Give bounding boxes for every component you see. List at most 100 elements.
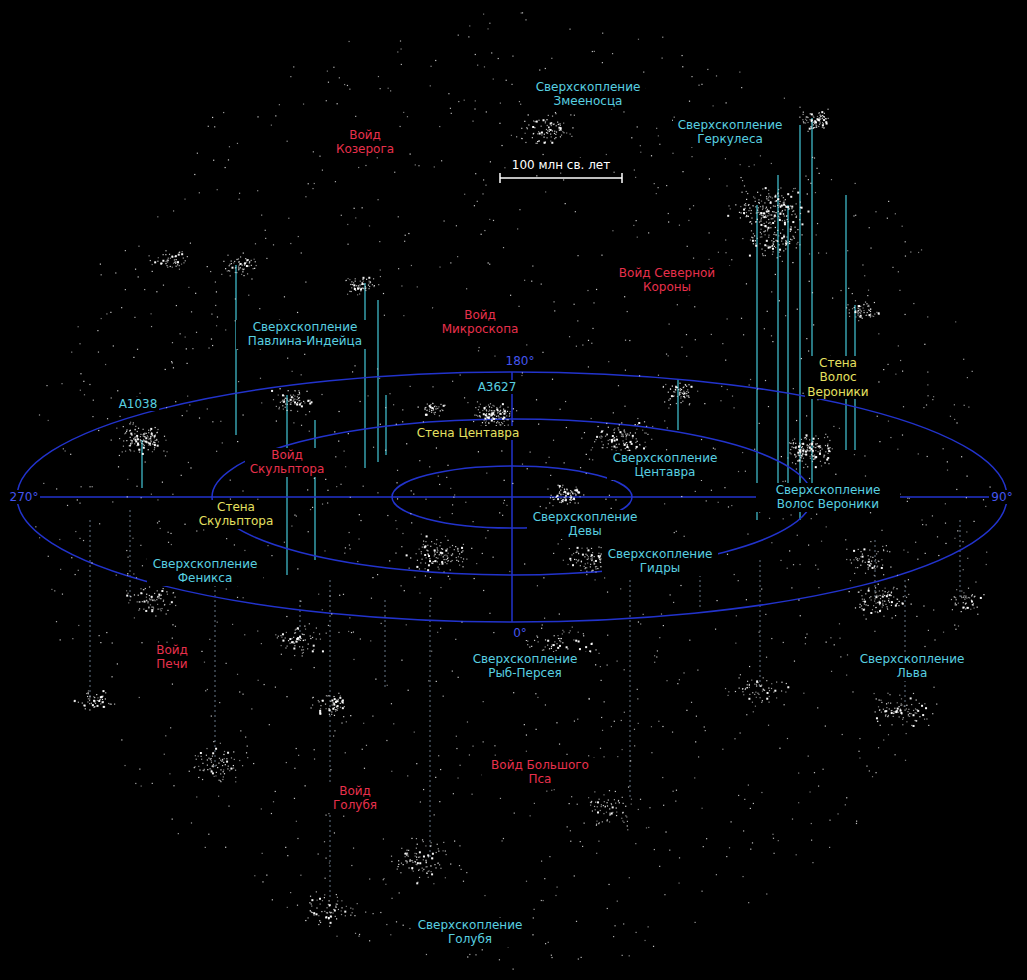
- galaxy-dot: [807, 444, 808, 445]
- galaxy-dot: [239, 263, 241, 265]
- galaxy-dot: [198, 766, 199, 767]
- galaxy-dot: [156, 439, 157, 440]
- galaxy-dot: [768, 210, 770, 212]
- galaxy-dot: [619, 444, 620, 445]
- galaxy-dot: [297, 396, 298, 397]
- galaxy-dot: [583, 633, 584, 634]
- galaxy-dot: [777, 257, 778, 258]
- galaxy-dot: [245, 258, 246, 259]
- galaxy-dot: [581, 548, 582, 549]
- galaxy-dot: [564, 489, 565, 490]
- galaxy-dot: [291, 641, 293, 643]
- galaxy-dot: [561, 500, 562, 501]
- galaxy-dot: [143, 589, 144, 590]
- galaxy-dot: [225, 268, 226, 269]
- galaxy-dot: [147, 602, 148, 603]
- galaxy-dot: [818, 126, 819, 127]
- galaxy-dot: [446, 563, 447, 564]
- galaxy-dot: [765, 217, 766, 218]
- galaxy-dot: [490, 403, 491, 404]
- galaxy-dot: [512, 421, 513, 422]
- galaxy-dot: [806, 120, 807, 121]
- galaxy-dot: [819, 118, 820, 119]
- galaxy-dot: [598, 653, 599, 654]
- galaxy-dot: [431, 541, 432, 542]
- galaxy-dot: [608, 443, 609, 444]
- galaxy-dot: [151, 596, 153, 598]
- galaxy-dot: [238, 266, 239, 267]
- galaxy-dot: [316, 638, 317, 639]
- galaxy-dot: [768, 213, 769, 214]
- galaxy-dot: [148, 430, 149, 431]
- galaxy-dot: [560, 127, 562, 129]
- galaxy-dot: [157, 597, 158, 598]
- galaxy-dot: [793, 443, 794, 444]
- galaxy-dot: [286, 398, 287, 399]
- galaxy-dot: [132, 440, 133, 441]
- galaxy-dot: [823, 127, 824, 128]
- galaxy-dot: [249, 262, 250, 263]
- galaxy-dot: [749, 255, 751, 257]
- galaxy-dot: [616, 444, 617, 445]
- galaxy-dot: [556, 496, 557, 497]
- galaxy-dot: [813, 127, 814, 128]
- galaxy-dot: [783, 213, 784, 214]
- galaxy-dot: [230, 768, 232, 770]
- galaxy-dot: [369, 282, 370, 283]
- galaxy-dot: [369, 281, 370, 282]
- galaxy-dot: [149, 586, 150, 587]
- galaxy-dot: [618, 429, 619, 430]
- galaxy-dot: [816, 127, 817, 128]
- galaxy-dot: [157, 445, 159, 447]
- galaxy-dot: [593, 561, 594, 562]
- galaxy-dot: [611, 446, 612, 447]
- galaxy-dot: [868, 306, 869, 307]
- galaxy-dot: [209, 768, 210, 769]
- galaxy-dot: [378, 284, 379, 285]
- galaxy-dot: [740, 217, 741, 218]
- galaxy-dot: [151, 441, 152, 442]
- galaxy-dot: [623, 430, 624, 431]
- galaxy-dot: [818, 438, 819, 439]
- galaxy-dot: [780, 233, 781, 234]
- galaxy-dot: [280, 635, 281, 636]
- galaxy-dot: [363, 284, 364, 285]
- galaxy-dot: [297, 402, 298, 403]
- galaxy-dot: [93, 696, 94, 697]
- galaxy-dot: [809, 439, 810, 440]
- galaxy-dot: [860, 315, 862, 317]
- galaxy-dot: [220, 760, 221, 761]
- galaxy-dot: [637, 441, 638, 442]
- galaxy-dot: [812, 451, 813, 452]
- galaxy-dot: [284, 399, 285, 400]
- galaxy-dot: [202, 770, 203, 771]
- galaxy-dot: [760, 232, 761, 233]
- galaxy-dot: [227, 768, 228, 769]
- galaxy-dot: [344, 706, 345, 707]
- galaxy-dot: [795, 463, 796, 464]
- galaxy-dot: [563, 631, 564, 632]
- galaxy-dot: [440, 404, 441, 405]
- galaxy-dot: [762, 207, 763, 208]
- galaxy-dot: [612, 435, 614, 437]
- galaxy-dot: [462, 550, 463, 551]
- galaxy-dot: [328, 708, 329, 709]
- galaxy-dot: [146, 600, 147, 601]
- galaxy-dot: [137, 443, 139, 445]
- galaxy-dot: [569, 558, 571, 560]
- galaxy-dot: [820, 115, 821, 116]
- galaxy-dot: [116, 428, 117, 429]
- galaxy-dot: [802, 450, 803, 451]
- galaxy-dot: [504, 421, 505, 422]
- galaxy-dot: [757, 212, 758, 213]
- galaxy-dot: [550, 140, 551, 141]
- galaxy-dot: [573, 639, 574, 640]
- galaxy-dot: [436, 539, 437, 540]
- galaxy-dot: [463, 544, 464, 545]
- galaxy-dot: [569, 548, 570, 549]
- galaxy-dot: [758, 212, 759, 213]
- galaxy-dot: [241, 274, 242, 275]
- galaxy-dot: [768, 193, 769, 194]
- galaxy-dot: [212, 756, 213, 757]
- galaxy-dot: [498, 422, 499, 423]
